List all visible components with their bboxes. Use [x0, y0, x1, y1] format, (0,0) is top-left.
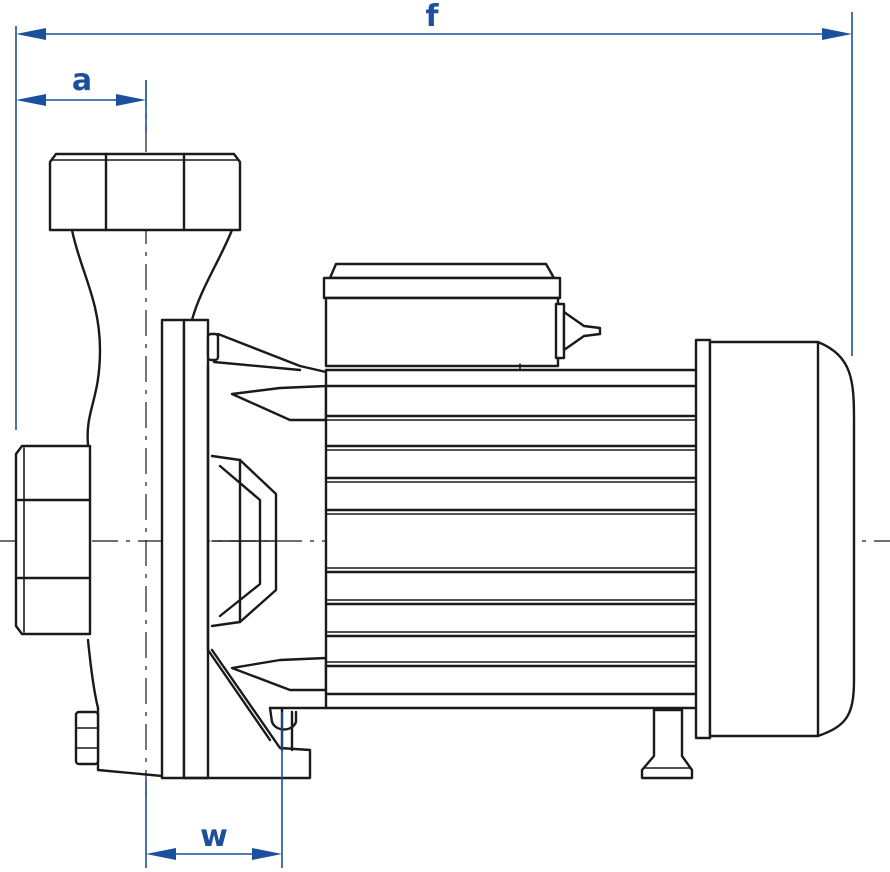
dimension-w-label: w: [200, 819, 228, 854]
dimension-f-left-arrow: [16, 28, 46, 40]
suction-nut: [14, 444, 92, 636]
dimension-w-right-arrow: [252, 848, 282, 860]
dimension-a-right-arrow: [116, 94, 146, 106]
discharge-nut: [48, 152, 242, 232]
cooling-fins: [324, 384, 700, 696]
dimension-a-label: a: [72, 63, 92, 98]
dimension-f: f: [15, 0, 853, 430]
dimension-w-left-arrow: [146, 848, 176, 860]
motor-foot: [640, 708, 694, 780]
dimension-f-label: f: [425, 0, 439, 34]
pump-flange: [160, 318, 220, 780]
pump-volute: [70, 228, 234, 778]
motor-body: [324, 368, 700, 710]
fan-cover: [694, 338, 856, 740]
dimension-f-right-arrow: [822, 28, 852, 40]
dimension-a-left-arrow: [16, 94, 46, 106]
motor-bracket: [182, 332, 328, 780]
dimension-w: w: [145, 712, 283, 868]
dimension-a: a: [16, 63, 147, 132]
terminal-box: [322, 262, 602, 373]
drain-plug: [74, 710, 100, 766]
